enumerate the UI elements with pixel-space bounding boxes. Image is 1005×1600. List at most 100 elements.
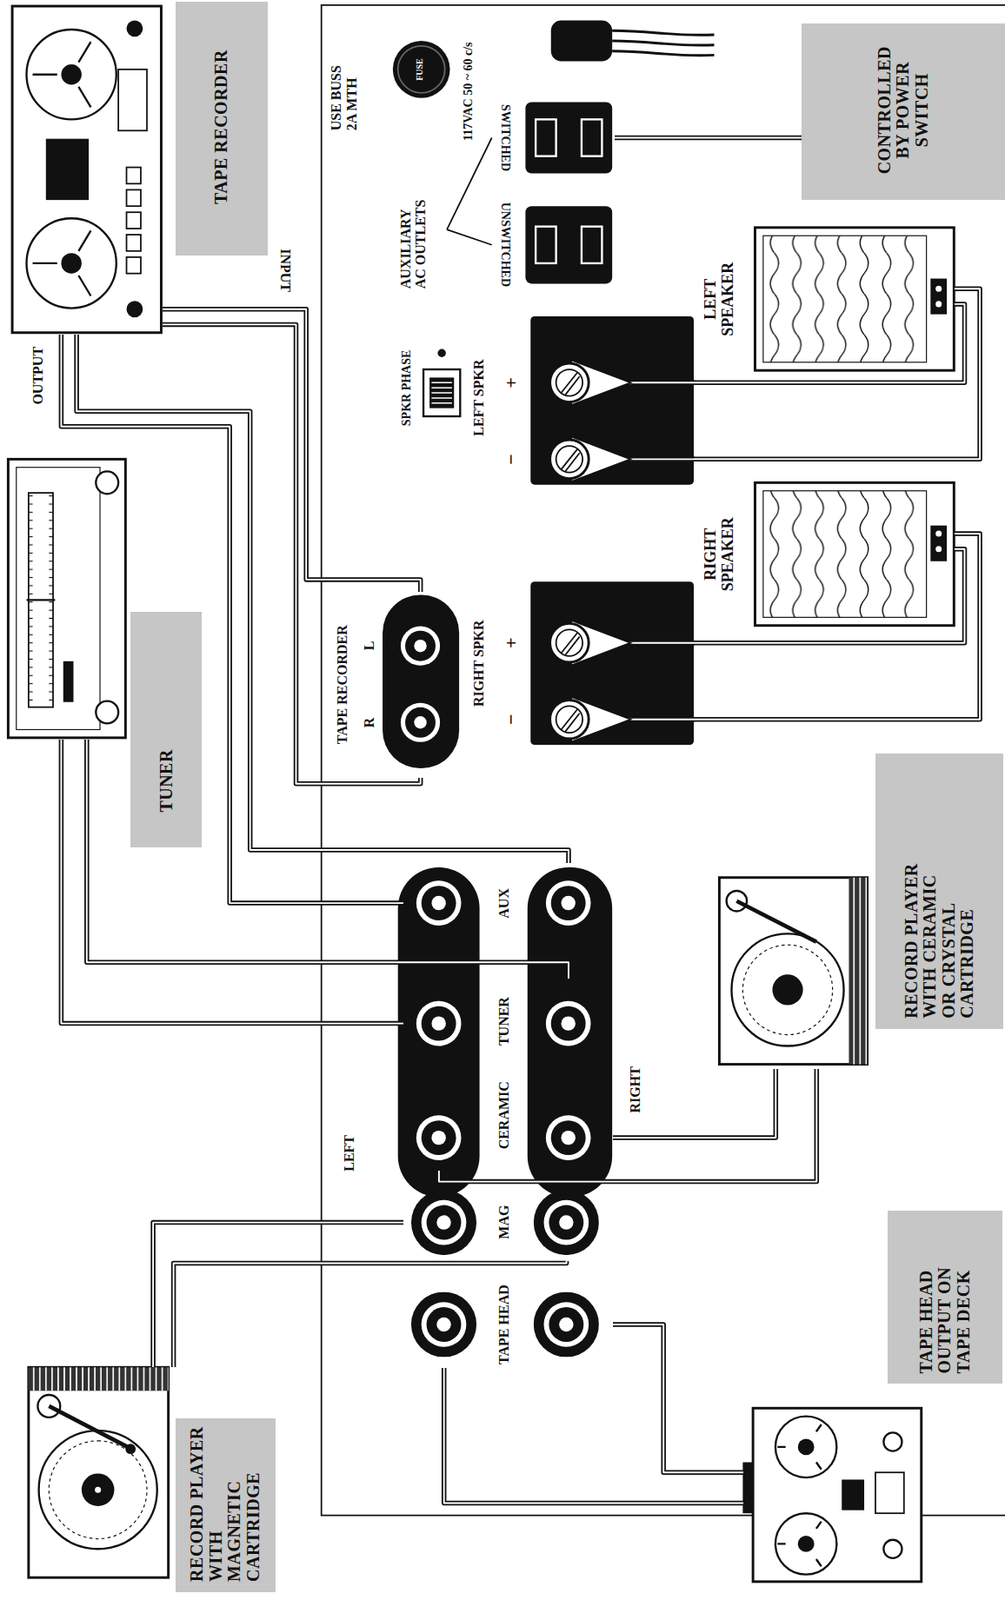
tape-recorder — [12, 6, 161, 333]
cable-core — [173, 1261, 567, 1368]
tape-recorder — [33, 41, 92, 296]
tuner — [26, 599, 56, 601]
cable-outline — [60, 334, 404, 904]
phono-jacks — [405, 871, 472, 937]
cable-core — [60, 334, 404, 904]
left-speaker-cabinet — [935, 286, 942, 293]
terminal-block: RIGHT SPKR−+ — [471, 579, 694, 748]
jack-group: TAPE RECORDERRL — [332, 592, 466, 779]
device-label: TAPE RECORDER — [212, 49, 232, 205]
cable-core — [612, 1324, 744, 1473]
ceramic-record-player — [772, 974, 803, 1005]
input-jack-strip — [398, 867, 480, 1198]
node-label: TAPE HEAD — [496, 1284, 513, 1365]
ac-outlets — [525, 206, 613, 284]
left-speaker-cabinet — [754, 227, 954, 371]
phono-jacks — [411, 1291, 477, 1358]
left-speaker-cabinet — [763, 235, 927, 363]
tape-deck — [883, 1540, 902, 1559]
ac-outlets — [446, 138, 493, 246]
tape-recorder — [126, 300, 144, 318]
ceramic-record-player — [731, 933, 844, 1046]
power-cord — [551, 19, 613, 61]
node-label: AUX — [496, 888, 513, 919]
speaker-terminal-blocks — [556, 369, 584, 733]
tape-recorder — [126, 19, 144, 37]
gray-label-patch: TAPE RECORDER — [175, 1, 268, 255]
node-label: CERAMIC — [496, 1081, 513, 1150]
left-speaker-cabinet — [935, 300, 942, 307]
cable — [693, 288, 980, 460]
phono-jacks — [405, 871, 601, 1358]
cable-outline — [444, 1368, 744, 1505]
cable — [693, 533, 980, 720]
tape-deck — [777, 1424, 821, 1567]
tape-deck — [875, 1472, 905, 1514]
magnetic-turntable — [48, 1406, 127, 1448]
device-label: TAPE HEAD OUTPUT ON TAPE DECK — [917, 1243, 974, 1374]
ceramic-record-player — [848, 878, 867, 1065]
tape-deck — [883, 1432, 902, 1451]
tape-recorder-jacks — [382, 595, 460, 770]
node-label: LEFT SPKR — [471, 359, 487, 437]
ac-outlets — [535, 119, 556, 156]
amplifier-back-panel — [321, 5, 1005, 1517]
power-cord — [612, 30, 714, 56]
cable-core — [162, 309, 421, 593]
node-label: LEFT SPEAKER — [702, 251, 738, 347]
tuner — [16, 467, 100, 731]
speaker-phase-switch — [423, 369, 460, 417]
tape-recorder-jacks — [382, 595, 460, 770]
tuner — [95, 701, 119, 725]
tape-recorder — [126, 189, 141, 207]
magnetic-turntable — [28, 1367, 169, 1392]
tuner — [63, 661, 74, 703]
cable-outline — [693, 288, 980, 460]
left-speaker-cabinet — [930, 279, 947, 315]
magnetic-turntable — [28, 1367, 169, 1392]
tape-recorder-jacks — [392, 693, 450, 752]
jack-pair: CERAMIC — [403, 1066, 613, 1172]
ceramic-record-player — [718, 878, 867, 1065]
right-speaker-cabinet — [930, 525, 947, 562]
speaker-phase-switch — [429, 377, 454, 408]
node-label: RIGHT SPKR — [471, 619, 487, 707]
phono-jacks — [533, 1291, 600, 1358]
tape-recorder — [126, 234, 141, 252]
ac-outlets — [525, 101, 613, 174]
device-label: RECORD PLAYER WITH CERAMIC OR CRYSTAL CA… — [902, 853, 978, 1019]
cable-core — [444, 1368, 744, 1505]
node-label: SWITCHED — [499, 104, 513, 172]
device-area: RECORD PLAYER WITH MAGNETIC CARTRIDGE — [15, 1367, 281, 1596]
right-speaker-cabinet — [935, 545, 942, 553]
panel-label: SPKR PHASE — [399, 350, 413, 427]
node-label: MAG — [496, 1205, 513, 1240]
fuse-holder — [398, 46, 446, 94]
right-speaker-cabinet — [935, 531, 942, 538]
gray-label-patch: RECORD PLAYER WITH MAGNETIC CARTRIDGE — [175, 1418, 276, 1593]
cable — [614, 137, 802, 139]
tape-recorder — [60, 252, 81, 273]
gray-label-patch: TAPE HEAD OUTPUT ON TAPE DECK — [887, 1211, 1003, 1385]
jack-pair: AUX — [403, 863, 613, 946]
left-speaker-cabinet — [754, 227, 954, 371]
magnetic-turntable — [48, 1441, 147, 1540]
cable-core — [153, 1223, 404, 1368]
panel-label: INPUT — [277, 248, 293, 293]
tape-deck — [742, 1462, 753, 1514]
amplifier-back-panel — [321, 5, 1005, 1517]
phono-jacks — [405, 991, 472, 1057]
panel-label: AUXILIARY AC OUTLETS — [398, 188, 429, 289]
cable-outline — [693, 533, 980, 720]
panel-label: FUSE — [414, 58, 425, 81]
cable — [60, 334, 569, 904]
ac-outlets — [535, 226, 556, 264]
node-label: TUNER — [496, 997, 513, 1046]
jack-pair: MAG — [403, 1184, 613, 1262]
device-label: CONTROLLED BY POWER SWITCH — [875, 38, 932, 182]
node-label: + — [500, 377, 522, 389]
device-area: TAPE HEAD OUTPUT ON TAPE DECK — [743, 1207, 1005, 1591]
power-cord — [551, 19, 715, 61]
node-label: TAPE RECORDER — [334, 625, 351, 745]
